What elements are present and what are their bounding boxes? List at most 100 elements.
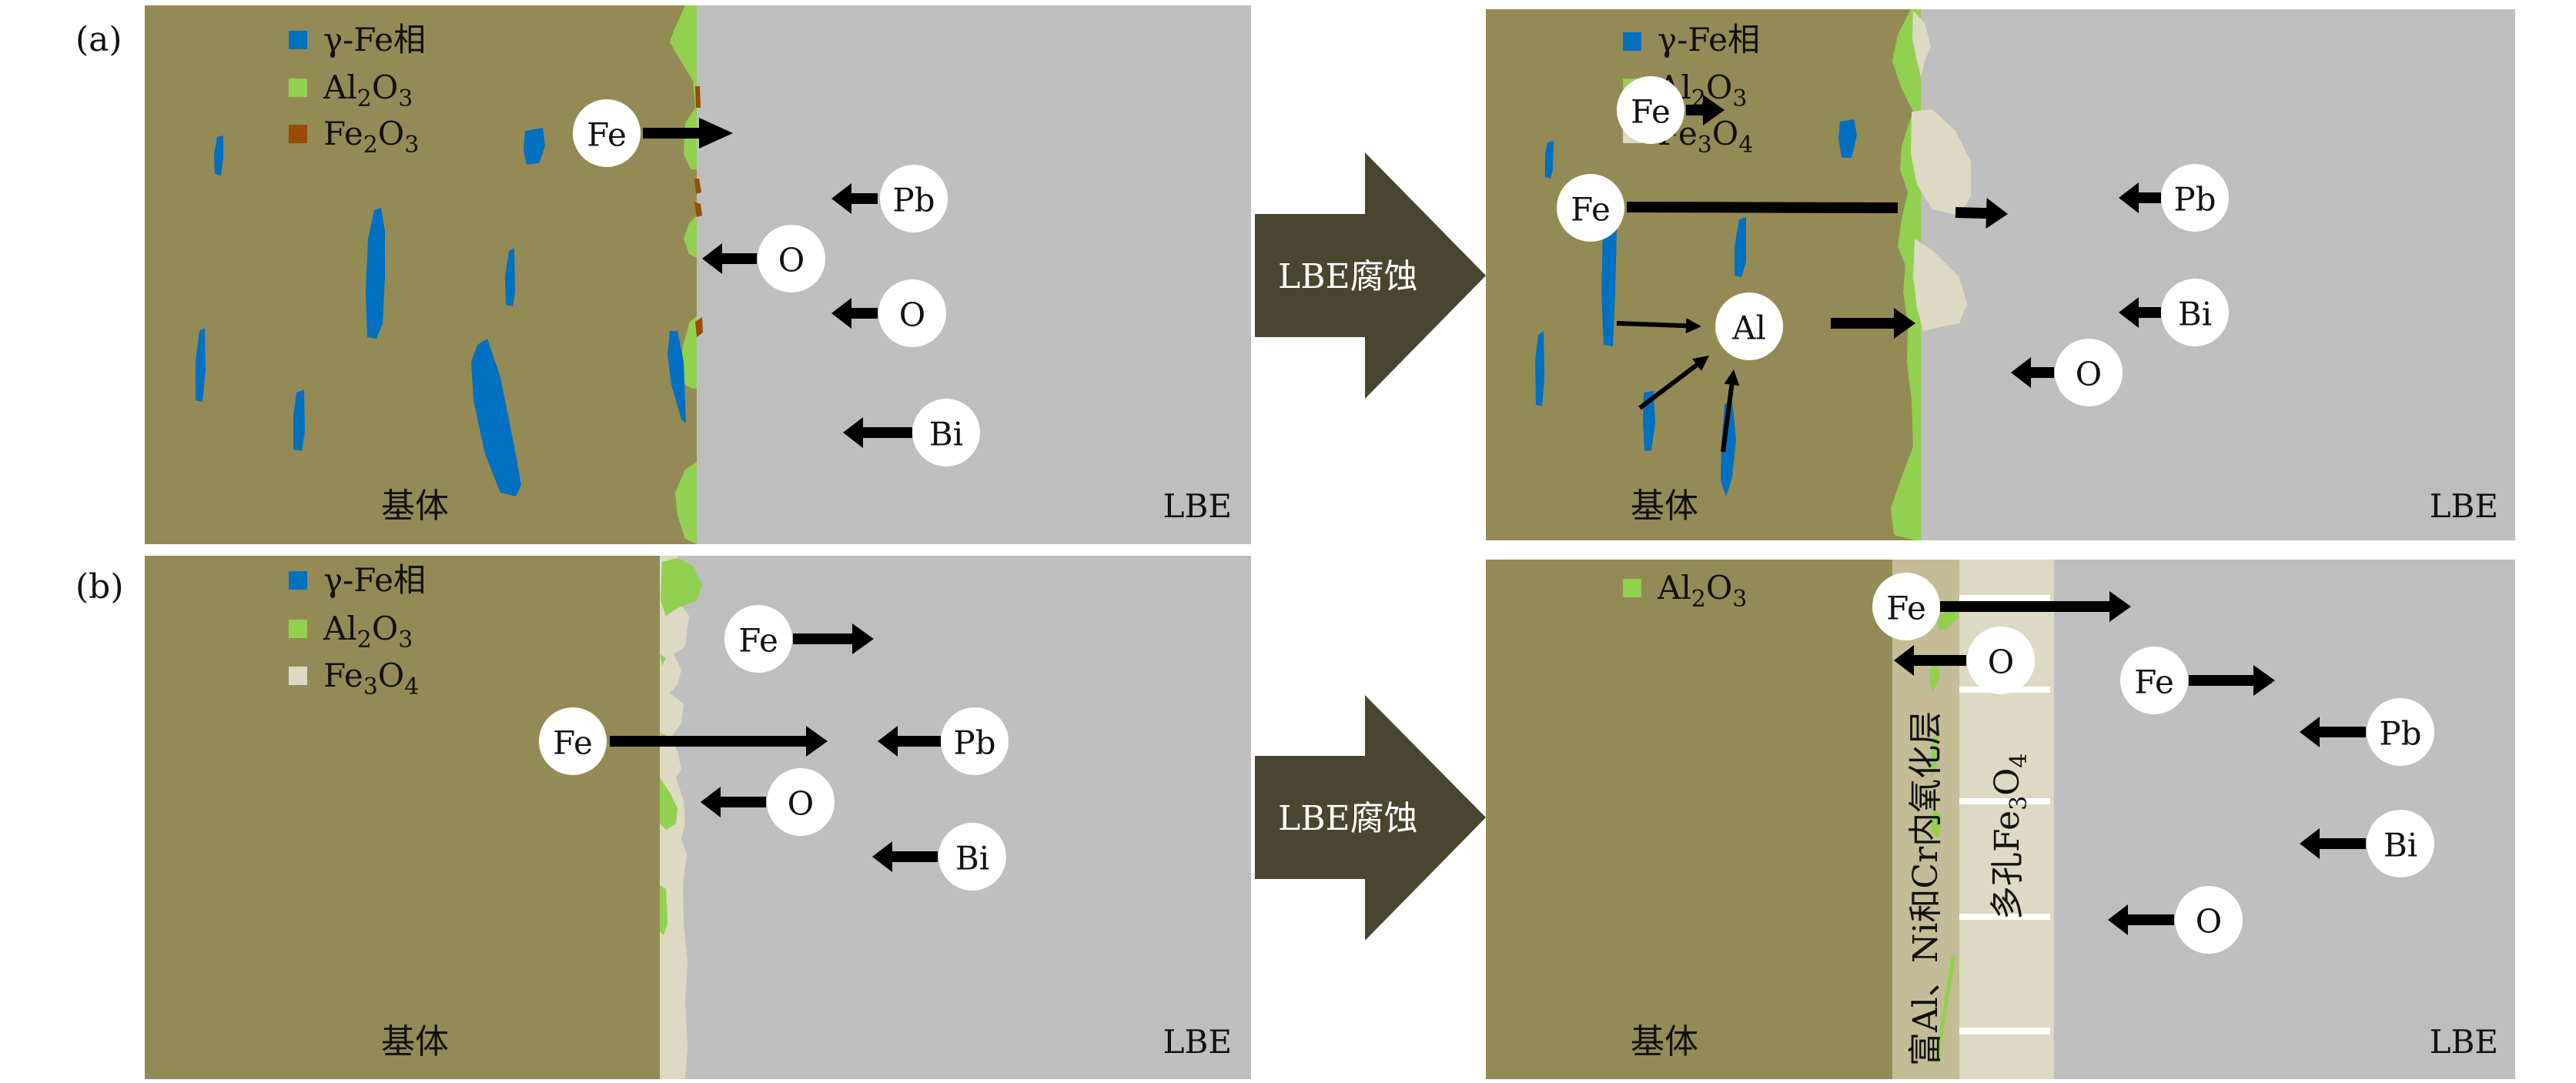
legend-swatch-fe3o4 <box>289 667 307 685</box>
arrow-pb-in <box>2119 182 2161 213</box>
atom-bubble <box>1617 76 1684 144</box>
legend-label-al2o3: Al2O3 <box>323 610 413 653</box>
atom-symbol: Bi <box>2384 827 2417 864</box>
atom-fe-out: Fe <box>539 707 607 775</box>
arrow-fe-out <box>793 623 874 654</box>
porous-fe3o4-label: 多孔Fe3O4 <box>1988 754 2032 920</box>
arrow-fe-out <box>1940 591 2131 622</box>
legend-label-al2o3: Al2O3 <box>323 69 413 112</box>
atom-o-in: O <box>2055 339 2123 406</box>
arrow-o-in <box>831 298 878 329</box>
legend-label-gamma-fe: γ-Fe相 <box>323 561 426 599</box>
atom-bubble <box>2055 339 2123 406</box>
arrow-pb-in <box>2300 717 2366 747</box>
arrow-fe-out <box>610 726 828 757</box>
arrow-fe-out <box>1955 198 2008 229</box>
atom-symbol: Pb <box>892 182 935 219</box>
atom-symbol: Pb <box>2173 181 2216 219</box>
legend-label-gamma-fe: γ-Fe相 <box>323 21 426 58</box>
atom-symbol: O <box>2076 356 2102 393</box>
atom-fe-out: Fe <box>1617 76 1684 144</box>
atom-bubble <box>880 165 948 232</box>
atom-symbol: Fe <box>1886 590 1926 627</box>
atom-bubble <box>1715 292 1783 360</box>
atom-bubble <box>2161 164 2229 232</box>
atom-fe-out: Fe <box>724 605 792 673</box>
process-arrow-b: LBE腐蚀 <box>1255 695 1486 941</box>
atom-symbol: Fe <box>587 116 627 154</box>
arrow-fe-out <box>1686 95 1725 125</box>
legend-label-al2o3: Al2O3 <box>1657 569 1747 613</box>
gamma-fe-phases: - <box>196 128 686 496</box>
matrix-label: 基体 <box>1631 486 1698 526</box>
matrix-label: 基体 <box>1631 1022 1698 1061</box>
atom-symbol: Bi <box>929 416 963 453</box>
panel-a-label: (a) <box>75 20 122 59</box>
arrow-bi-in <box>843 417 912 448</box>
atom-bi-in: Bi <box>2161 279 2229 346</box>
arrow-o-in <box>2011 357 2054 388</box>
legend-label-fe3o4: Fe3O4 <box>323 657 419 700</box>
atom-bi-in: Bi <box>912 399 980 466</box>
atom-symbol: O <box>788 785 814 823</box>
arrow-pb-in <box>878 726 941 757</box>
lbe-label: LBE <box>1163 487 1232 525</box>
arrow-fe-shaft <box>1626 202 1898 213</box>
arrow-o-in <box>2108 904 2174 935</box>
process-arrow-shape <box>1255 152 1486 399</box>
lbe-label: LBE <box>1163 1023 1232 1061</box>
atom-bubble <box>2120 647 2188 714</box>
legend-label-gamma-fe: γ-Fe相 <box>1658 21 1760 58</box>
atom-o-in: O <box>2175 886 2243 954</box>
atom-bubble <box>1557 174 1624 242</box>
legend-swatch-gamma-fe <box>289 571 307 590</box>
legend-swatch-gamma-fe <box>1623 32 1641 51</box>
atom-symbol: Fe <box>1571 191 1611 229</box>
lbe-label: LBE <box>2430 487 2498 525</box>
process-arrow-shape <box>1255 695 1486 941</box>
process-arrow-a: LBE腐蚀 <box>1255 152 1486 399</box>
fe2o3-spots <box>694 86 703 337</box>
panel-b-before: γ-Fe相 Al2O3 Fe3O4 基体 LBE <box>145 556 1251 1079</box>
fe3o4-nodules <box>1911 11 1971 331</box>
atom-al: Al <box>1715 292 1783 360</box>
arrow-bi-in <box>2300 828 2366 859</box>
atom-bubble <box>573 99 641 167</box>
legend-label-fe2o3: Fe2O3 <box>323 115 419 159</box>
matrix-region <box>145 5 697 544</box>
legend-b-before: γ-Fe相 Al2O3 Fe3O4 <box>289 561 426 700</box>
atom-symbol: Pb <box>2379 715 2421 753</box>
atom-symbol: O <box>778 242 805 279</box>
atom-bubble <box>767 768 835 836</box>
arrow-pb-in <box>831 183 878 214</box>
atom-o-in: O <box>758 225 825 292</box>
atom-fe-out: Fe <box>1557 174 1624 242</box>
atom-bubble <box>758 225 825 292</box>
arrow-al-from-gamma <box>1638 356 1709 410</box>
matrix-region <box>1486 560 1892 1079</box>
arrow-bi-in <box>2119 297 2161 328</box>
atom-pb-in: Pb <box>2161 164 2229 232</box>
al2o3-islands <box>660 558 702 935</box>
legend-swatch-gamma-fe <box>289 31 307 49</box>
arrow-al-from-gamma <box>1721 369 1740 453</box>
atom-bubble <box>539 707 607 775</box>
arrow-fe-out <box>643 118 733 149</box>
atom-fe-out: Fe <box>1872 573 1940 640</box>
atom-symbol: O <box>1988 643 2014 681</box>
atom-fe-out: Fe <box>2120 647 2188 714</box>
al2o3-scale <box>670 5 697 544</box>
atom-o-in: O <box>878 279 946 347</box>
atom-symbol: Fe <box>553 724 593 762</box>
atom-bubble <box>941 707 1009 775</box>
atom-symbol: Pb <box>953 724 995 762</box>
atom-bubble <box>2367 698 2434 766</box>
process-arrow-label: LBE腐蚀 <box>1278 799 1418 838</box>
legend-a-before: γ-Fe相 Al2O3 Fe2O3 <box>289 21 426 159</box>
atom-symbol: Al <box>1731 309 1766 347</box>
legend-swatch-al2o3 <box>289 79 307 97</box>
atom-symbol: Fe <box>1631 93 1671 131</box>
atom-pb-in: Pb <box>941 707 1009 775</box>
